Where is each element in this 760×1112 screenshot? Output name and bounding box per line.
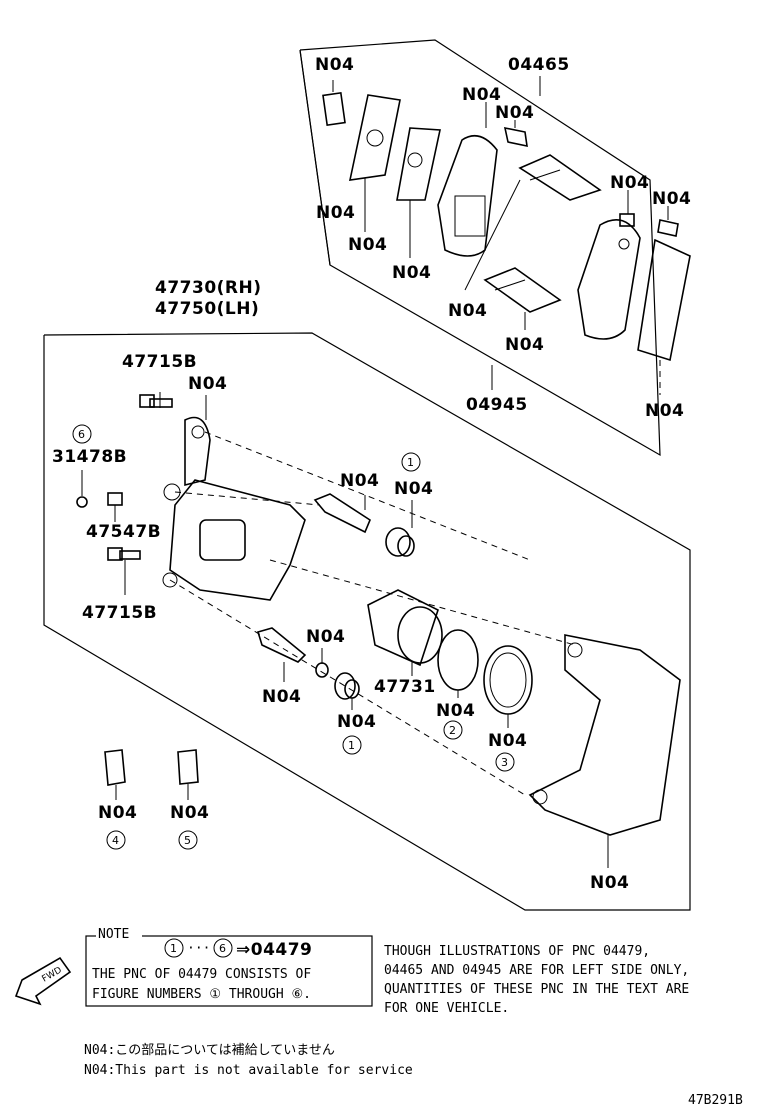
note-title: NOTE [98, 927, 129, 942]
pad-support-plate-lower [483, 267, 562, 313]
side-note-line-3: QUANTITIES OF THESE PNC IN THE TEXT ARE [384, 982, 689, 997]
label-pnc-31478b: 31478B [52, 447, 127, 467]
label-pnc-caliper-rh: 47730(RH) [155, 278, 262, 298]
pad-wear-clip-upper [503, 126, 528, 148]
circled-5 [178, 830, 198, 850]
fwd-label: FWD [41, 965, 64, 984]
bolt-top [139, 394, 173, 408]
label-n04-clip-right: N04 [652, 189, 691, 209]
label-n04-boot-upper: N04 [394, 479, 433, 499]
label-n04-lower-clip-b: N04 [505, 335, 544, 355]
note-circ-end: 6 [219, 942, 226, 955]
slide-boot-lower [334, 672, 360, 700]
pad-wear-clip-right [657, 219, 679, 237]
slide-pin-upper [313, 493, 371, 534]
label-circ-5: 5 [184, 834, 191, 847]
label-pnc-bolt-top: 47715B [122, 352, 197, 372]
circled-1-upper [401, 452, 421, 472]
note-dots: ··· [187, 941, 210, 956]
label-n04-clip-5: N04 [170, 803, 209, 823]
circled-6 [72, 424, 92, 444]
label-circ-1-lower: 1 [348, 739, 355, 752]
label-n04-bushing: N04 [306, 627, 345, 647]
mounting-bracket [528, 634, 681, 836]
piston-seal [437, 629, 479, 691]
outer-shim-plate [637, 238, 691, 362]
pad-support-plate-upper [518, 154, 602, 201]
footnote-en: N04:This part is not available for servi… [84, 1063, 413, 1078]
label-circ-4: 4 [112, 834, 119, 847]
footnote-jp: N04:この部品については補給していません [84, 1043, 335, 1058]
side-note-line-2: 04465 AND 04945 ARE FOR LEFT SIDE ONLY, [384, 963, 689, 978]
bleeder-screw [107, 492, 123, 506]
label-n04-pin-lower: N04 [262, 687, 301, 707]
labels-upper: N04 04465 N04 N04 N04 N04 N04 N04 N04 N0… [315, 55, 691, 421]
bleeder-plug [76, 496, 88, 508]
label-n04-pin-upper: N04 [340, 471, 379, 491]
piston-dust-boot [483, 645, 533, 715]
label-n04-outer-pad: N04 [610, 173, 649, 193]
label-n04-clip-4: N04 [98, 803, 137, 823]
label-n04-clip-upper: N04 [495, 103, 534, 123]
leader-lines-upper [364, 76, 669, 395]
piston [367, 589, 443, 667]
note-circled-1 [164, 938, 184, 958]
caliper-panel [43, 332, 691, 911]
label-n04-outer-shim: N04 [645, 401, 684, 421]
figure-id: 47B291B [688, 1093, 743, 1108]
label-pnc-bolt-bottom: 47715B [82, 603, 157, 623]
anti-squeal-shim-small [322, 80, 346, 127]
inner-brake-pad [437, 134, 498, 257]
footnotes: N04:この部品については補給していません N04:This part is n… [84, 1043, 413, 1078]
label-pnc-caliper-lh: 47750(LH) [155, 299, 259, 319]
label-n04-pad-inner: N04 [462, 85, 501, 105]
leader-lines-caliper [81, 392, 609, 868]
labels-caliper: 47730(RH) 47750(LH) 47715B N04 6 31478B … [52, 278, 629, 893]
bolt-bottom [107, 547, 141, 561]
label-n04-shim-mid: N04 [348, 235, 387, 255]
label-n04-bolt-top: N04 [188, 374, 227, 394]
label-circ-1-upper: 1 [407, 456, 414, 469]
circled-2 [443, 720, 463, 740]
slide-pin-lower [256, 627, 307, 663]
note-line-2: FIGURE NUMBERS ① THROUGH ⑥. [92, 987, 311, 1002]
note-arrow-target: ⇒04479 [236, 940, 312, 960]
caliper-body [162, 416, 306, 601]
label-circ-2: 2 [449, 724, 456, 737]
side-note: THOUGH ILLUSTRATIONS OF PNC 04479, 04465… [384, 944, 689, 1016]
pad-clip-5 [177, 749, 199, 785]
label-pnc-04945: 04945 [466, 395, 528, 415]
label-circ-3: 3 [501, 756, 508, 769]
label-n04-seal: N04 [436, 701, 475, 721]
label-circ-6: 6 [78, 428, 85, 441]
label-n04-mounting: N04 [590, 873, 629, 893]
note-circ-start: 1 [170, 942, 177, 955]
note-circled-6 [213, 938, 233, 958]
anti-squeal-shim-plate-1 [348, 94, 401, 181]
label-n04-shim-inner: N04 [392, 263, 431, 283]
note-box: NOTE 1 ··· 6 ⇒04479 THE PNC OF 04479 CON… [85, 927, 373, 1007]
label-pnc-47547b: 47547B [86, 522, 161, 542]
side-note-line-1: THOUGH ILLUSTRATIONS OF PNC 04479, [384, 944, 650, 959]
note-line-1: THE PNC OF 04479 CONSISTS OF [92, 967, 311, 982]
circled-4 [106, 830, 126, 850]
fwd-arrow-icon: FWD [14, 956, 72, 1006]
label-n04-dust-boot: N04 [488, 731, 527, 751]
circled-1-lower [342, 735, 362, 755]
pad-kit-panel [299, 39, 661, 457]
label-n04-topleft: N04 [315, 55, 354, 75]
label-n04-boot-lower: N04 [337, 712, 376, 732]
anti-squeal-shim-plate-2 [396, 127, 441, 201]
slide-boot-upper [385, 527, 415, 557]
label-n04-lower-clip-a: N04 [448, 301, 487, 321]
side-note-line-4: FOR ONE VEHICLE. [384, 1001, 509, 1016]
label-pnc-47731: 47731 [374, 677, 436, 697]
outer-brake-pad [577, 213, 641, 340]
bushing [315, 662, 329, 678]
pad-clip-4 [104, 749, 126, 786]
label-pnc-04465: 04465 [508, 55, 570, 75]
label-n04-shim-left: N04 [316, 203, 355, 223]
circled-3 [495, 752, 515, 772]
